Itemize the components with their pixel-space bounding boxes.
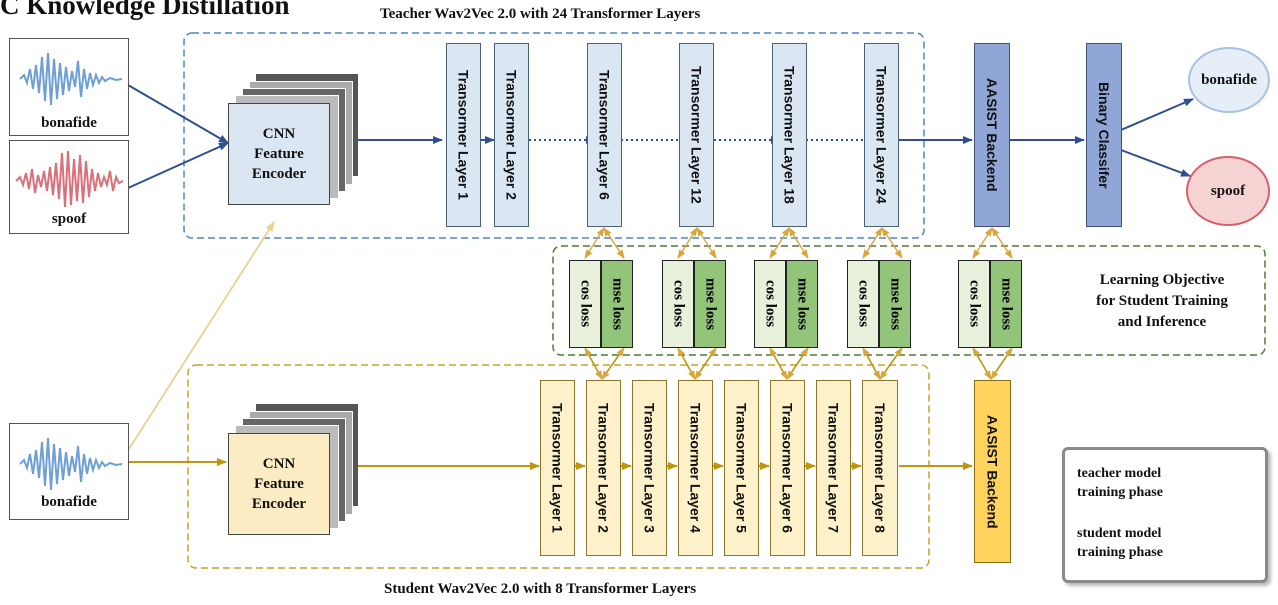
- binary-classifier: Binary Classifer: [1086, 43, 1122, 227]
- teacher-transformer-layer: Transormer Layer 12: [679, 43, 714, 227]
- cos-loss-block: cos loss: [569, 260, 601, 348]
- encoder-label-line2: Feature: [254, 146, 304, 162]
- teacher-transformer-layer: Transormer Layer 18: [772, 43, 807, 227]
- encoder-label-line3: Encoder: [251, 496, 307, 512]
- encoder-label-line1: CNN: [262, 126, 296, 142]
- encoder-label-line2: Feature: [254, 476, 304, 492]
- spoof-output: spoof: [1186, 156, 1270, 226]
- student-transformer-layer: Transormer Layer 1: [540, 380, 575, 556]
- cos-loss-block: cos loss: [754, 260, 786, 348]
- teacher-transformer-layer: Transormer Layer 6: [587, 43, 622, 227]
- teacher-bonafide-input: bonafide: [9, 38, 129, 136]
- student-transformer-layer: Transormer Layer 6: [770, 380, 805, 556]
- student-caption: Student Wav2Vec 2.0 with 8 Transformer L…: [384, 581, 697, 597]
- teacher-group-box: [183, 32, 925, 239]
- objective-line3: and Inference: [1117, 314, 1207, 330]
- teacher-transformer-layer: Transormer Layer 1: [446, 43, 481, 227]
- mse-loss-block: mse loss: [601, 260, 633, 348]
- teacher-transformer-layer: Transormer Layer 24: [864, 43, 899, 227]
- spoof-waveform-icon: [15, 150, 124, 208]
- mse-loss-block: mse loss: [879, 260, 911, 348]
- objective-group-box: [552, 245, 1266, 356]
- teacher-spoof-input: spoof: [9, 140, 129, 234]
- legend-student: student model training phase: [1077, 526, 1163, 560]
- legend: teacher model training phase student mod…: [1062, 447, 1268, 583]
- objective-line2: for Student Training: [1096, 293, 1228, 309]
- student-bonafide-label: bonafide: [41, 494, 97, 510]
- student-transformer-layer: Transormer Layer 8: [862, 380, 898, 556]
- cos-loss-block: cos loss: [958, 260, 990, 348]
- teacher-cnn-encoder: CNN Feature Encoder: [228, 74, 360, 206]
- legend-teacher: teacher model training phase: [1077, 466, 1163, 500]
- objective-line1: Learning Objective: [1099, 272, 1225, 288]
- student-cnn-encoder: CNN Feature Encoder: [228, 404, 360, 536]
- mse-loss-block: mse loss: [694, 260, 726, 348]
- teacher-spoof-label: spoof: [51, 211, 87, 227]
- student-transformer-layer: Transormer Layer 4: [678, 380, 713, 556]
- student-transformer-layer: Transormer Layer 5: [724, 380, 759, 556]
- encoder-label-line3: Encoder: [251, 166, 307, 182]
- bonafide-waveform-icon: [19, 52, 123, 106]
- learning-objective-note: Learning Objective for Student Training …: [1054, 270, 1270, 333]
- student-bonafide-input: bonafide: [9, 423, 129, 520]
- teacher-caption: Teacher Wav2Vec 2.0 with 24 Transformer …: [380, 6, 701, 22]
- mse-loss-block: mse loss: [990, 260, 1022, 348]
- page-title: C Knowledge Distillation: [0, 0, 290, 20]
- student-transformer-layer: Transormer Layer 3: [632, 380, 667, 556]
- cos-loss-block: cos loss: [847, 260, 879, 348]
- teacher-transformer-layer: Transormer Layer 2: [494, 43, 529, 227]
- student-aasist-backend: AASIST Backend: [974, 380, 1011, 563]
- student-transformer-layer: Transormer Layer 2: [586, 380, 621, 556]
- bonafide-output: bonafide: [1188, 47, 1270, 113]
- cos-loss-block: cos loss: [662, 260, 694, 348]
- teacher-aasist-backend: AASIST Backend: [974, 43, 1010, 227]
- student-transformer-layer: Transormer Layer 7: [816, 380, 851, 556]
- mse-loss-block: mse loss: [786, 260, 818, 348]
- bonafide-waveform-icon: [19, 437, 123, 491]
- encoder-label-line1: CNN: [262, 456, 296, 472]
- teacher-bonafide-label: bonafide: [41, 115, 97, 131]
